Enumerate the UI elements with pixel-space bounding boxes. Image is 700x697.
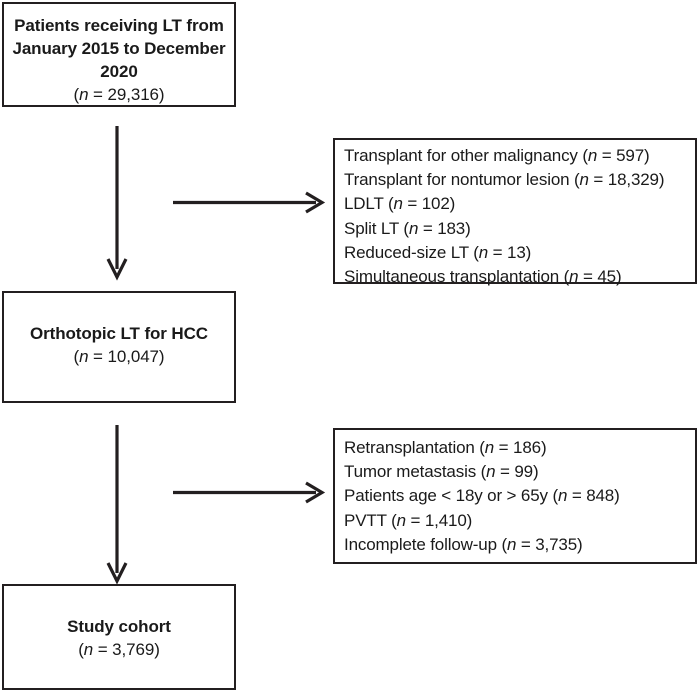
count-value: = 45) (578, 267, 622, 287)
exclusion-label: Incomplete follow-up ( (344, 534, 507, 554)
exclusion-item: Reduced-size LT (n = 13) (344, 241, 695, 265)
exclusion-label: Reduced-size LT ( (344, 242, 479, 262)
exclusion-list-first: Transplant for other malignancy (n = 597… (333, 138, 697, 286)
arrow-head-right-icon (305, 481, 326, 504)
count-variable-n: n (393, 194, 403, 214)
exclusion-item: Transplant for other malignancy (n = 597… (344, 144, 695, 168)
exclusion-label: Simultaneous transplantation ( (344, 267, 570, 287)
exclusion-label: Patients age < 18y or > 65y ( (344, 486, 558, 506)
exclusion-item: PVTT (n = 1,410) (344, 509, 695, 533)
node-title-orthotopic: Orthotopic LT for HCC (30, 324, 208, 343)
exclusion-item: Simultaneous transplantation (n = 45) (344, 265, 695, 289)
arrow-right-to-exclusions-2 (173, 481, 326, 504)
count-variable-n: n (83, 640, 94, 659)
node-orthotopic-lt-for-hcc: Orthotopic LT for HCC (n = 10,047) (2, 291, 236, 403)
count-value: = 848) (567, 486, 620, 506)
exclusion-item: Patients age < 18y or > 65y (n = 848) (344, 484, 695, 508)
exclusion-label: LDLT ( (344, 194, 394, 214)
count-variable-n: n (587, 146, 598, 165)
arrow-head-down-icon (106, 562, 128, 585)
count-value: = 186) (494, 438, 547, 457)
node-count-cohort: (n = 3,769) (4, 638, 234, 661)
count-variable-n: n (79, 85, 89, 104)
count-variable-n: n (484, 438, 495, 457)
count-variable-n: n (408, 218, 419, 238)
node-title-enrolled: Patients receiving LT from January 2015 … (12, 16, 226, 81)
count-value: = 3,769) (93, 640, 160, 659)
exclusion-item: Transplant for nontumor lesion (n = 18,3… (344, 168, 695, 192)
count-paren-open: ( (73, 347, 80, 366)
count-value: = 3,735) (516, 534, 583, 554)
exclusion-label: Transplant for nontumor lesion ( (344, 170, 580, 190)
count-value: = 10,047) (88, 347, 165, 366)
count-value: = 99) (495, 462, 539, 482)
count-value: = 183) (418, 218, 471, 238)
exclusion-list-second: Retransplantation (n = 186) Tumor metast… (333, 428, 697, 564)
count-variable-n: n (396, 510, 406, 530)
exclusion-item: Incomplete follow-up (n = 3,735) (344, 533, 695, 557)
count-value: = 597) (597, 146, 650, 165)
node-patients-receiving-lt: Patients receiving LT from January 2015 … (2, 2, 236, 107)
count-value: = 1,410) (405, 510, 473, 530)
exclusion-item: Retransplantation (n = 186) (344, 436, 695, 460)
node-title-cohort: Study cohort (67, 617, 171, 636)
exclusion-label: Transplant for other malignancy ( (344, 146, 588, 165)
exclusion-label: Tumor metastasis ( (344, 462, 487, 482)
exclusion-item: LDLT (n = 102) (344, 192, 695, 216)
node-study-cohort: Study cohort (n = 3,769) (2, 584, 236, 690)
node-count-orthotopic: (n = 10,047) (4, 345, 234, 368)
count-variable-n: n (579, 170, 589, 190)
exclusion-label: Retransplantation ( (344, 438, 485, 457)
arrow-head-right-icon (305, 191, 326, 214)
arrow-right-to-exclusions-1 (173, 191, 326, 214)
count-variable-n: n (79, 347, 89, 366)
count-value: = 18,329) (588, 170, 665, 190)
count-variable-n: n (557, 486, 568, 506)
count-variable-n: n (486, 462, 496, 482)
arrow-down-enrolled-to-orthotopic (106, 126, 128, 281)
exclusion-item: Tumor metastasis (n = 99) (344, 460, 695, 484)
count-paren-open: ( (73, 85, 80, 104)
count-value: = 29,316) (88, 85, 165, 104)
arrow-down-orthotopic-to-cohort (106, 425, 128, 585)
count-paren-open: ( (78, 640, 84, 659)
count-variable-n: n (507, 534, 517, 554)
exclusion-label: PVTT ( (344, 510, 397, 530)
node-count-enrolled: (n = 29,316) (4, 83, 234, 106)
count-value: = 102) (402, 194, 456, 214)
count-variable-n: n (569, 267, 579, 287)
exclusion-label: Split LT ( (344, 218, 409, 238)
count-value: = 13) (488, 242, 532, 262)
count-variable-n: n (478, 242, 489, 262)
exclusion-item: Split LT (n = 183) (344, 217, 695, 241)
arrow-head-down-icon (106, 258, 128, 281)
